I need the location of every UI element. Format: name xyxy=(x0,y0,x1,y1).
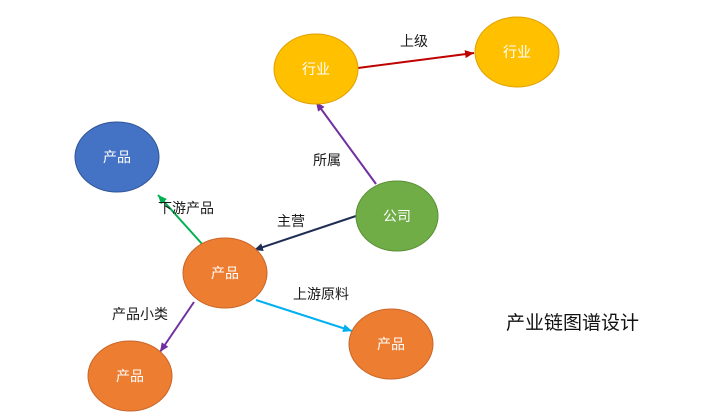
edge-label-belongs: 所属 xyxy=(313,153,341,169)
edge-label-downstream: 下游产品 xyxy=(158,201,214,217)
diagram-caption: 产业链图谱设计 xyxy=(506,312,640,334)
node-label: 行业 xyxy=(302,62,330,78)
node-company[interactable]: 公司 xyxy=(355,180,439,252)
node-product-center[interactable]: 产品 xyxy=(182,237,268,309)
edge-label-superior: 上级 xyxy=(400,34,428,50)
node-label: 产品 xyxy=(116,369,144,385)
node-label: 产品 xyxy=(377,337,405,353)
edge-belongs xyxy=(315,101,377,185)
edge-upstream xyxy=(255,299,353,333)
node-industry-right[interactable]: 行业 xyxy=(474,16,560,88)
edge-label-main: 主营 xyxy=(277,214,305,230)
edge-downstream xyxy=(157,194,204,246)
node-label: 产品 xyxy=(103,150,131,166)
node-label: 公司 xyxy=(383,209,411,225)
edge-label-subcategory: 产品小类 xyxy=(112,307,168,323)
node-industry-left[interactable]: 行业 xyxy=(273,33,359,105)
node-product-downstream[interactable]: 产品 xyxy=(74,121,160,193)
edge-main xyxy=(253,215,357,251)
edge-label-upstream: 上游原料 xyxy=(293,287,349,303)
edge-superior xyxy=(357,50,475,69)
node-product-subcategory[interactable]: 产品 xyxy=(87,340,173,412)
node-label: 产品 xyxy=(211,266,239,282)
node-product-upstream[interactable]: 产品 xyxy=(348,308,434,380)
node-label: 行业 xyxy=(503,45,531,61)
edge-subcategory xyxy=(159,301,195,353)
